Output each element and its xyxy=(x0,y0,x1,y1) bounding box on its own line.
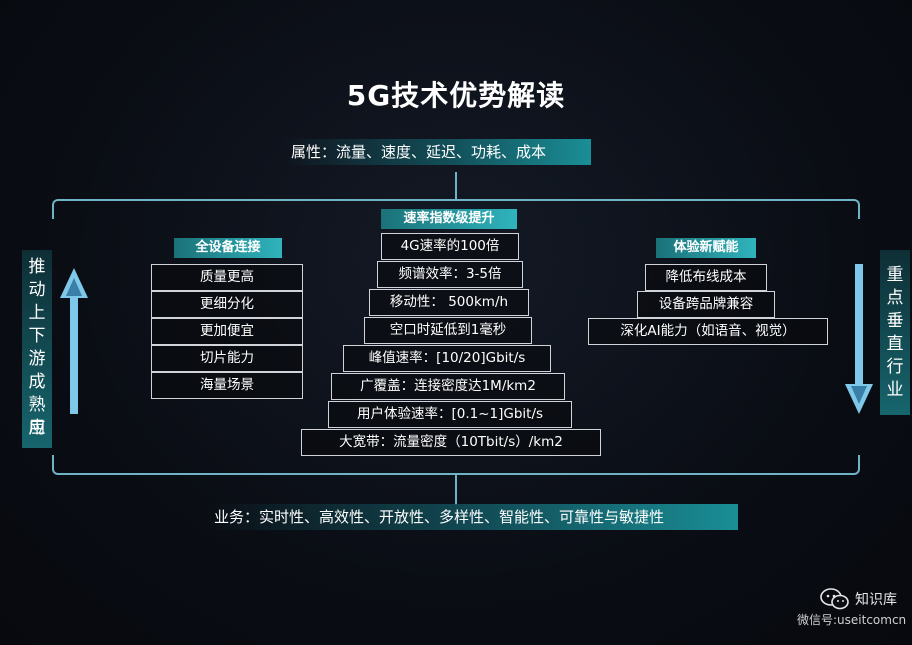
left-list-item: 海量场景 xyxy=(151,372,303,399)
right-column-header: 体验新赋能 xyxy=(656,238,756,258)
center-pyramid-item: 空口时延低到1毫秒 xyxy=(364,317,532,344)
left-label-char: 游 xyxy=(28,349,46,369)
right-side-label: 重 点 垂 直 行 业 xyxy=(880,250,910,415)
right-label-char: 直 xyxy=(886,334,904,354)
left-label-char: 应 xyxy=(28,418,46,438)
wechat-icon xyxy=(820,588,849,610)
top-bracket xyxy=(52,199,860,219)
center-pyramid-item: 频谱效率：3-5倍 xyxy=(377,261,523,288)
center-pyramid-item: 4G速率的100倍 xyxy=(381,233,519,260)
bottom-bracket xyxy=(52,455,860,475)
left-column-header: 全设备连接 xyxy=(174,238,282,258)
bottom-connector xyxy=(455,473,457,505)
right-label-char: 点 xyxy=(886,288,904,308)
left-label-char: 下 xyxy=(28,326,46,346)
left-label-char: 上 xyxy=(28,303,46,323)
left-list-item: 切片能力 xyxy=(151,345,303,372)
down-arrow-icon xyxy=(845,264,873,414)
center-pyramid-item: 移动性： 500km/h xyxy=(369,289,529,316)
right-pyramid-item: 降低布线成本 xyxy=(645,264,767,291)
left-list-item: 更细分化 xyxy=(151,291,303,318)
page-title: 5G技术优势解读 xyxy=(346,79,566,112)
right-label-char: 重 xyxy=(886,265,904,285)
right-label-char: 业 xyxy=(886,380,904,400)
up-arrow-icon xyxy=(60,268,88,414)
right-pyramid-item: 深化AI能力（如语音、视觉） xyxy=(588,318,828,345)
left-list-item: 质量更高 xyxy=(151,264,303,291)
left-label-char: 熟 xyxy=(28,395,46,415)
left-side-label: 推 动 上 下 游 成 熟 应 xyxy=(22,250,52,448)
left-label-char: 用 xyxy=(28,418,46,438)
top-connector xyxy=(455,172,457,200)
center-column-header: 速率指数级提升 xyxy=(381,209,517,229)
attributes-banner: 属性：流量、速度、延迟、功耗、成本 xyxy=(283,139,591,165)
left-label-char: 动 xyxy=(28,280,46,300)
right-label-char: 行 xyxy=(886,357,904,377)
left-list-item: 更加便宜 xyxy=(151,318,303,345)
watermark-id: 微信号:useitcomcn xyxy=(797,613,907,627)
center-pyramid-item: 大宽带：流量密度（10Tbit/s）/km2 xyxy=(301,429,601,456)
right-pyramid-item: 设备跨品牌兼容 xyxy=(637,291,775,318)
center-pyramid-item: 用户体验速率：[0.1~1]Gbit/s xyxy=(328,401,572,428)
watermark-name: 知识库 xyxy=(855,592,897,608)
right-label-char: 垂 xyxy=(886,311,904,331)
center-pyramid-item: 峰值速率：[10/20]Gbit/s xyxy=(343,345,551,372)
business-banner: 业务：实时性、高效性、开放性、多样性、智能性、可靠性与敏捷性 xyxy=(206,504,738,530)
left-label-char: 推 xyxy=(28,257,46,277)
left-label-char: 成 xyxy=(28,372,46,392)
center-pyramid-item: 广覆盖：连接密度达1M/km2 xyxy=(331,373,565,400)
